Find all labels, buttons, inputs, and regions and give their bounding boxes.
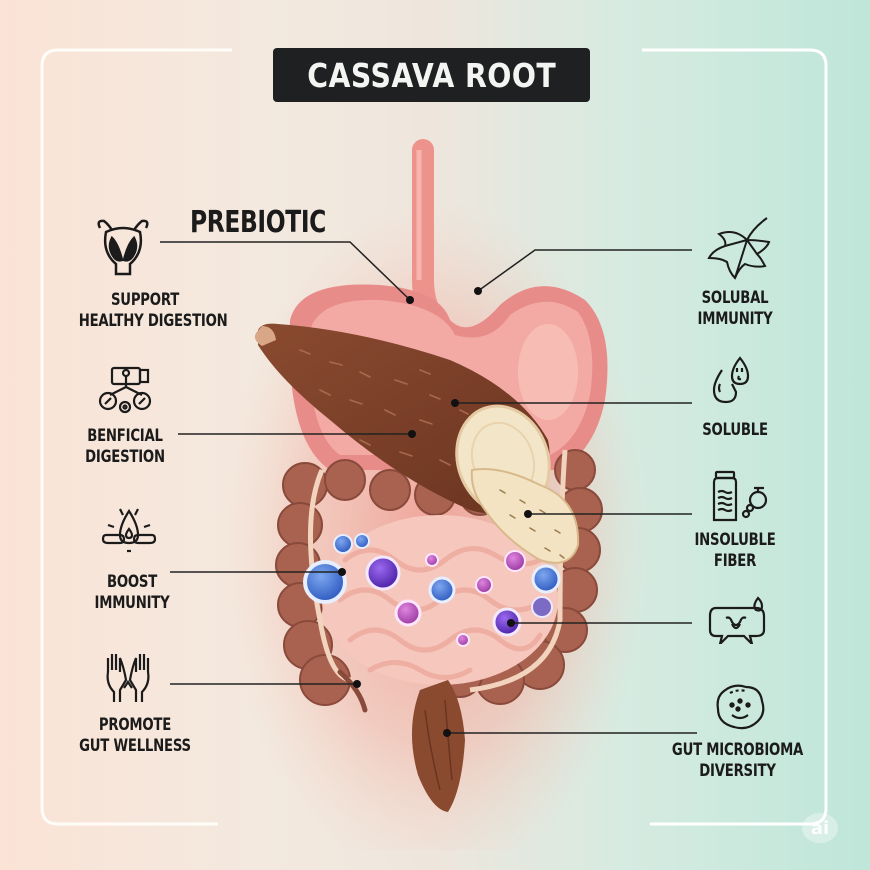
leaf-icon — [705, 216, 771, 280]
title-banner: CASSAVA ROOT — [273, 48, 590, 102]
raised-hands-icon — [100, 650, 156, 706]
digestion-machine-icon — [96, 365, 156, 415]
microbe-cluster-icon — [714, 683, 766, 731]
page-title: CASSAVA ROOT — [307, 55, 556, 95]
soluble-label: SOLUBLE — [702, 420, 768, 440]
glowing-drop-icon — [100, 505, 158, 557]
digestive-organ-icon — [92, 218, 154, 280]
speech-bubble-icon — [706, 596, 770, 644]
ai-watermark: ai — [802, 813, 838, 843]
fiber-jar-icon — [708, 470, 770, 524]
prebiotic-label: PREBIOTIC — [190, 205, 326, 240]
water-drops-icon — [710, 356, 758, 406]
